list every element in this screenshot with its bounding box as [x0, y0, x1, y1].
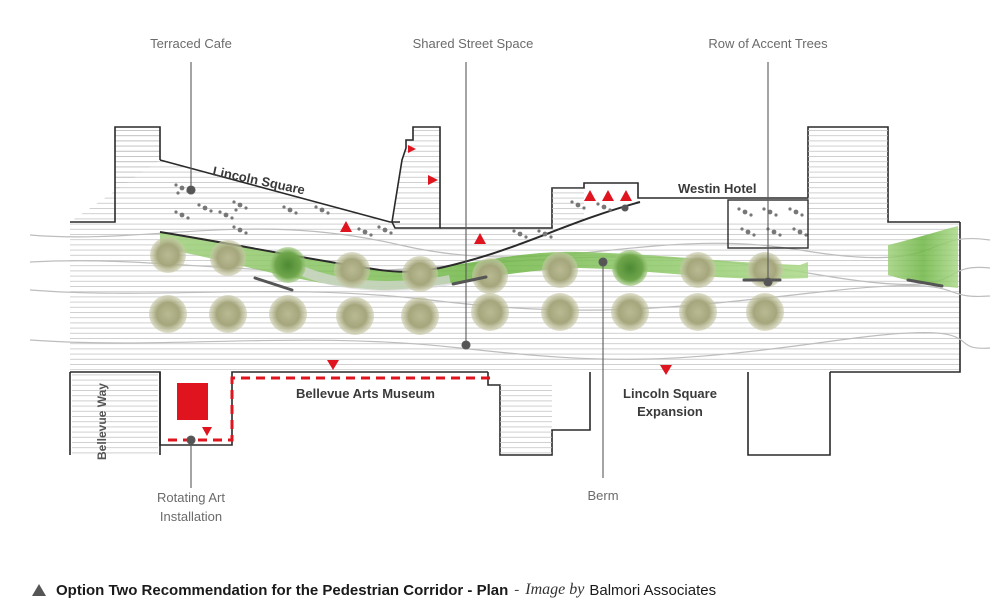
- building-footprints: [69, 126, 961, 456]
- label-shared-street-space: Shared Street Space: [413, 36, 534, 51]
- cafe-tables: [174, 183, 808, 239]
- figure-caption: Option Two Recommendation for the Pedest…: [32, 578, 716, 602]
- museum-outline: [165, 376, 490, 442]
- label-row-of-accent-trees: Row of Accent Trees: [708, 36, 828, 51]
- label-rotating-art-line2: Installation: [160, 509, 222, 524]
- art-installation-block: [177, 383, 208, 420]
- label-expansion-line2: Expansion: [637, 404, 703, 419]
- trees-row-1: [150, 237, 783, 294]
- label-expansion-line1: Lincoln Square: [623, 386, 717, 401]
- label-rotating-art-line1: Rotating Art: [157, 490, 225, 505]
- caption-separator: -: [514, 581, 520, 598]
- entry-markers: [202, 145, 672, 436]
- caption-title: Option Two Recommendation for the Pedest…: [56, 581, 509, 599]
- trees-row-2: [149, 293, 784, 335]
- caption-triangle-icon: [32, 584, 46, 596]
- caption-credit-name: Balmori Associates: [589, 581, 717, 599]
- label-westin-hotel: Westin Hotel: [678, 181, 757, 196]
- label-bellevue-way: Bellevue Way: [95, 383, 109, 460]
- label-bellevue-arts-museum: Bellevue Arts Museum: [296, 386, 435, 401]
- corridor-plan-diagram: Terraced Cafe Shared Street Space Row of…: [29, 36, 991, 524]
- callout-leaders: [186, 62, 773, 488]
- caption-credit-prefix: Image by: [525, 581, 585, 598]
- label-terraced-cafe: Terraced Cafe: [150, 36, 232, 51]
- corridor-edges: [159, 371, 488, 446]
- label-berm: Berm: [587, 488, 618, 503]
- benches: [253, 275, 944, 292]
